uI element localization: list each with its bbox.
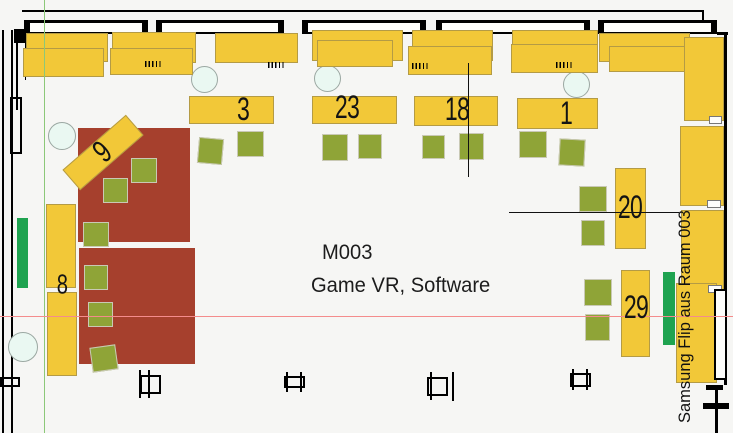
chair (237, 131, 264, 157)
wall-desk (681, 210, 724, 290)
desk-number-3: 3 (236, 90, 250, 127)
top-wall-outer-line (22, 10, 703, 12)
desk-number-18: 18 (444, 90, 470, 127)
section-line-red (0, 316, 733, 318)
corner-block (14, 29, 28, 43)
desk-8-lower (47, 292, 77, 376)
floor-socket-icon (0, 377, 20, 387)
desk-number-29: 29 (623, 288, 649, 325)
vent-grille-icon (268, 62, 284, 68)
floor-socket-icon (140, 375, 161, 394)
chair (585, 314, 610, 341)
round-table-icon (563, 71, 590, 98)
right-wall-line (724, 34, 727, 385)
chair (196, 136, 225, 166)
chair (558, 138, 586, 167)
grid-line-green (43, 0, 45, 433)
top-wall-corner-joint (702, 10, 704, 23)
samsung-flip-device (714, 289, 727, 380)
chair (83, 222, 109, 247)
left-wall-jamb (10, 97, 22, 154)
right-wall-corner-joint (717, 32, 728, 35)
desk-23 (312, 96, 397, 124)
floor-socket-pin (572, 369, 574, 390)
desk-8-upper (46, 204, 76, 288)
floor-socket-pin (452, 372, 454, 401)
chair (581, 220, 605, 246)
wall-desk (684, 37, 724, 121)
vent-grille-icon (556, 62, 573, 68)
round-table-icon (8, 332, 38, 362)
room-name-label: Game VR, Software (311, 274, 491, 297)
chair (322, 134, 348, 161)
round-table-icon (48, 122, 76, 150)
chair (88, 302, 113, 327)
desk-18 (414, 96, 498, 126)
chair (131, 158, 157, 183)
chair (579, 186, 607, 212)
floor-socket-pin (286, 372, 288, 392)
wall-desk (511, 44, 598, 73)
door-hinge (706, 385, 723, 390)
floor-socket-icon (570, 373, 591, 387)
whiteboard-strip (17, 218, 28, 288)
desk-number-1: 1 (559, 94, 573, 131)
door-icon (715, 386, 718, 433)
desk-joint (709, 116, 722, 124)
room-id-label: M003 (322, 241, 373, 264)
chair (422, 135, 445, 159)
desk-joint (707, 200, 721, 208)
wall-desk (609, 46, 685, 72)
chair (84, 265, 108, 290)
chair (89, 344, 119, 373)
floor-socket-pin (300, 372, 302, 392)
floor-socket-pin (139, 370, 141, 398)
desk-number-20: 20 (617, 188, 643, 225)
chair (459, 133, 484, 160)
vent-grille-icon (412, 63, 429, 69)
samsung-flip-label: Samsung Flip aus Raum 003 (676, 210, 694, 424)
floor-socket-icon (427, 377, 448, 396)
floor-socket-icon (284, 376, 305, 388)
floor-socket-pin (148, 370, 150, 398)
desk-29 (621, 270, 650, 357)
desk-3 (189, 96, 274, 124)
floor-socket-pin (430, 372, 432, 400)
desk-1 (517, 98, 598, 129)
desk-number-8: 8 (56, 268, 68, 300)
round-table-icon (191, 66, 218, 93)
dimension-line-vertical (467, 63, 470, 177)
floor-socket-pin (586, 369, 588, 390)
desk-number-9: 9 (85, 133, 119, 169)
chair (103, 178, 128, 203)
left-wall-line (16, 36, 18, 110)
chair (584, 279, 612, 306)
dimension-line-horizontal (509, 211, 679, 214)
wall-desk (215, 33, 298, 63)
wall-desk (23, 48, 104, 77)
vent-grille-icon (145, 61, 161, 67)
window-segment (598, 20, 717, 34)
left-wall-line (10, 30, 13, 433)
wall-desk (408, 46, 492, 75)
whiteboard-strip (663, 272, 675, 345)
chair (519, 131, 547, 158)
chair (358, 134, 382, 159)
desk-20 (615, 168, 646, 249)
wall-desk (680, 126, 724, 206)
wall-desk (317, 40, 393, 67)
left-wall-line (2, 30, 4, 433)
desk-number-23: 23 (334, 88, 360, 125)
door-hinge (703, 403, 729, 409)
